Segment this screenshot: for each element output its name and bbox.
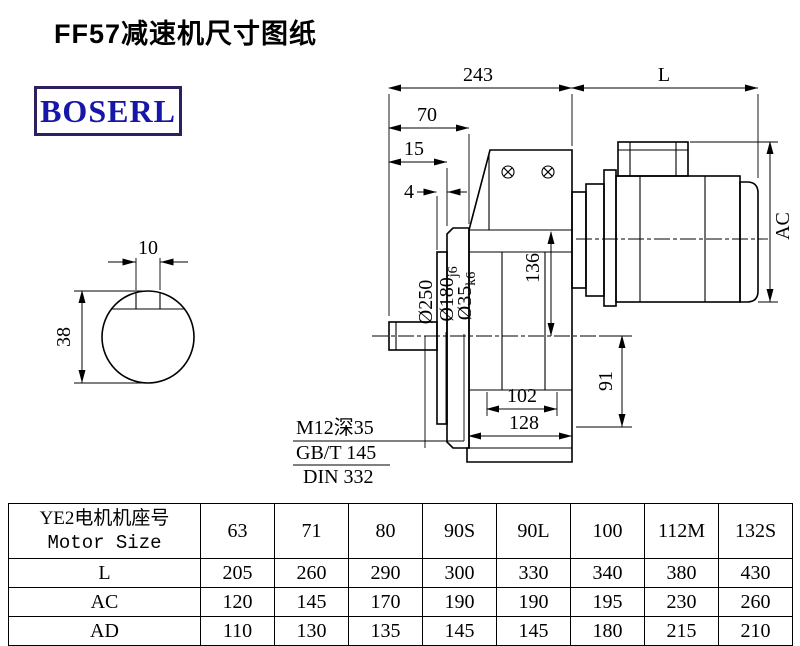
brand-logo: BOSERL xyxy=(34,86,182,136)
dim-inner-width: 102 xyxy=(486,385,558,416)
col-header: 71 xyxy=(274,503,349,559)
note-din: DIN 332 xyxy=(303,466,374,488)
dim-center-height: 136 xyxy=(522,231,555,336)
dim-label-AC: AC xyxy=(772,212,794,240)
dim-spigot-diameter: Ø180j6 xyxy=(436,266,461,424)
output-shaft xyxy=(372,321,600,351)
table-cell: 210 xyxy=(718,616,793,646)
dim-label-spigot: Ø180j6 xyxy=(436,266,461,321)
table-cell: 260 xyxy=(718,587,793,617)
table-cell: 300 xyxy=(422,558,497,588)
dim-shaft-length: 70 xyxy=(388,104,470,224)
page-title: FF57减速机尺寸图纸 xyxy=(54,19,318,49)
technical-drawing: 10 38 xyxy=(53,64,794,488)
dim-label-shaft: Ø35k6 xyxy=(454,272,479,320)
table-cell: 430 xyxy=(718,558,793,588)
dim-label-keyway-width: 10 xyxy=(138,237,158,259)
dim-flange-od: Ø250 xyxy=(415,280,437,448)
table-cell: 135 xyxy=(348,616,423,646)
table-header-row: YE2电机机座号 Motor Size 63 71 80 90S 90L 100… xyxy=(8,503,793,559)
dim-base-height: 91 xyxy=(576,335,632,428)
dim-output-shaft-diameter: Ø35k6 xyxy=(454,272,479,441)
dim-label-L: L xyxy=(658,64,670,86)
table-cell: 380 xyxy=(644,558,719,588)
motor xyxy=(571,141,768,307)
dim-label-flange-od: Ø250 xyxy=(415,280,437,324)
dim-outer-width: 128 xyxy=(468,412,572,440)
row-label: AC xyxy=(8,587,201,617)
note-thread: M12深35 xyxy=(296,416,374,439)
table-cell: 130 xyxy=(274,616,349,646)
table-cell: 170 xyxy=(348,587,423,617)
motor-size-header: YE2电机机座号 Motor Size xyxy=(8,503,201,559)
shaft-end-view xyxy=(101,290,195,384)
note-gbt: GB/T 145 xyxy=(296,442,376,464)
table-cell: 110 xyxy=(200,616,275,646)
dim-motor-height-AC: AC xyxy=(690,141,794,303)
dim-4: 4 xyxy=(404,181,467,250)
table-cell: 230 xyxy=(644,587,719,617)
brand-logo-text: BOSERL xyxy=(40,92,176,129)
table-cell: 145 xyxy=(422,616,497,646)
dim-label-243: 243 xyxy=(463,64,493,86)
table-cell: 260 xyxy=(274,558,349,588)
motor-size-header-en: Motor Size xyxy=(47,532,162,554)
table-cell: 190 xyxy=(422,587,497,617)
row-label: L xyxy=(8,558,201,588)
table-row-AD: AD 110 130 135 145 145 180 215 210 xyxy=(8,616,793,646)
motor-size-header-cn: YE2电机机座号 xyxy=(39,508,170,529)
col-header: 80 xyxy=(348,503,423,559)
table-cell: 120 xyxy=(200,587,275,617)
table-row-AC: AC 120 145 170 190 190 195 230 260 xyxy=(8,587,793,617)
table-cell: 145 xyxy=(274,587,349,617)
dim-motor-length: L xyxy=(571,64,759,178)
dim-label-shaft-diameter: 38 xyxy=(53,327,75,347)
table-cell: 290 xyxy=(348,558,423,588)
dim-keyway-width: 10 xyxy=(108,237,188,290)
table-cell: 205 xyxy=(200,558,275,588)
table-cell: 190 xyxy=(496,587,571,617)
dim-shaft-diameter: 38 xyxy=(53,290,146,384)
table-cell: 145 xyxy=(496,616,571,646)
col-header: 112M xyxy=(644,503,719,559)
table-cell: 215 xyxy=(644,616,719,646)
table-row-L: L 205 260 290 300 330 340 380 430 xyxy=(8,558,793,588)
row-label: AD xyxy=(8,616,201,646)
dim-label-128: 128 xyxy=(509,412,539,434)
dim-label-70: 70 xyxy=(417,104,437,126)
dim-label-15: 15 xyxy=(404,138,424,160)
dim-label-102: 102 xyxy=(507,385,537,407)
col-header: 132S xyxy=(718,503,793,559)
table-cell: 330 xyxy=(496,558,571,588)
thread-notes: M12深35 GB/T 145 DIN 332 xyxy=(293,416,464,488)
col-header: 90S xyxy=(422,503,497,559)
dim-label-136: 136 xyxy=(522,253,544,283)
table-cell: 340 xyxy=(570,558,645,588)
dim-label-91: 91 xyxy=(595,371,617,391)
col-header: 63 xyxy=(200,503,275,559)
motor-size-table: YE2电机机座号 Motor Size 63 71 80 90S 90L 100… xyxy=(8,503,793,646)
col-header: 100 xyxy=(570,503,645,559)
dim-label-4: 4 xyxy=(404,181,414,203)
col-header: 90L xyxy=(496,503,571,559)
dim-15: 15 xyxy=(388,138,448,226)
table-cell: 180 xyxy=(570,616,645,646)
table-cell: 195 xyxy=(570,587,645,617)
